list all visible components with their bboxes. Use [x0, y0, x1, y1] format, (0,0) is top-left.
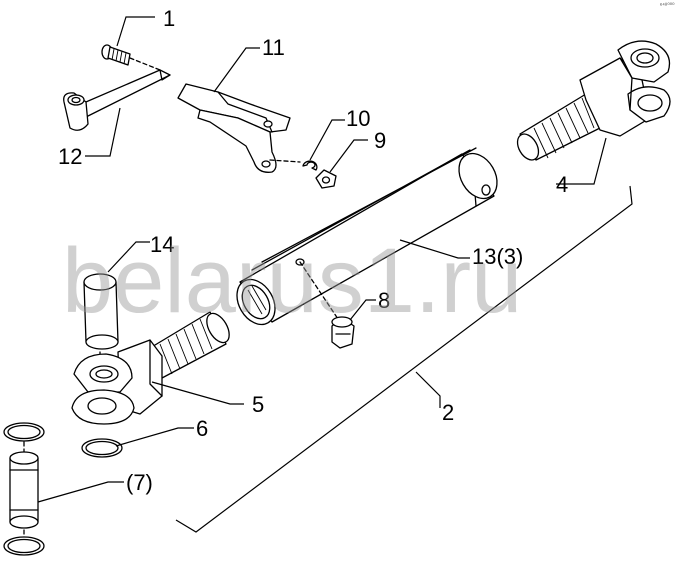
part-13-tube — [236, 147, 498, 326]
part-11-bracket — [177, 83, 301, 173]
callout-14: 14 — [150, 232, 174, 257]
part-12-strap — [63, 69, 171, 131]
part-6-o-ring — [81, 438, 123, 458]
part-4-fork-end — [516, 40, 671, 161]
callout-4: 4 — [556, 172, 568, 197]
callout-2: 2 — [442, 400, 454, 425]
leader-lines — [37, 16, 607, 503]
assembly-2-bracket — [175, 185, 633, 533]
part-1-bolt — [101, 44, 161, 71]
callout-labels: 1 11 10 9 12 4 14 13(3) 8 5 2 6 (7) — [58, 6, 568, 495]
part-10-snap-ring — [302, 160, 318, 171]
callout-9: 9 — [374, 128, 386, 153]
callout-1: 1 — [163, 6, 175, 31]
part-14-pin — [83, 273, 119, 373]
part-7-pin-with-rings — [3, 422, 45, 556]
callout-5: 5 — [252, 392, 264, 417]
callout-12: 12 — [58, 144, 82, 169]
callout-6: 6 — [196, 416, 208, 441]
callout-13-3: 13(3) — [472, 244, 523, 269]
part-8-grease-fitting — [331, 316, 355, 349]
part-9-nut — [315, 169, 337, 189]
watermark-text: belarus1.ru — [62, 230, 522, 332]
part-5-fork-end — [71, 311, 230, 425]
callout-11: 11 — [262, 35, 285, 60]
corner-mark: ᵉ⁴⁸⁰⁰⁰ — [660, 2, 675, 9]
callout-10: 10 — [346, 106, 370, 131]
callout-7: (7) — [126, 470, 153, 495]
callout-8: 8 — [378, 288, 390, 313]
